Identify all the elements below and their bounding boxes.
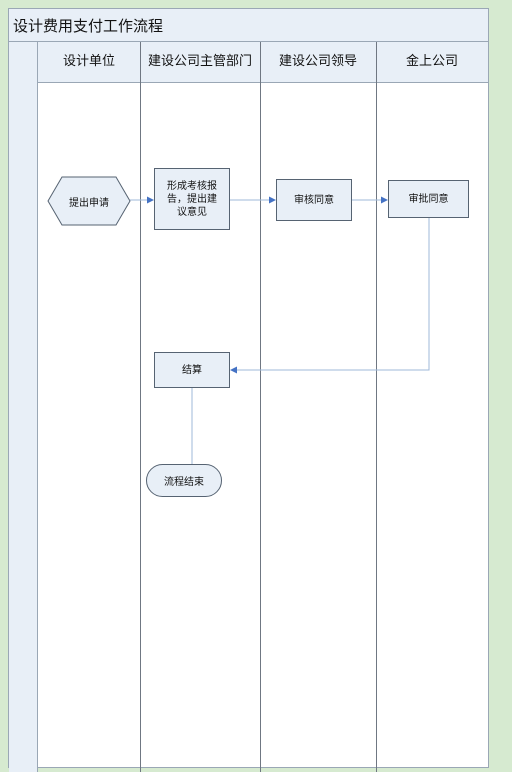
review-node-label: 审核同意: [294, 194, 334, 206]
start-node-shape: [47, 176, 131, 226]
approve-node: 审批同意: [388, 180, 469, 218]
report-node-label: 形成考核报告，提出建议意见: [167, 180, 217, 218]
swimlane-diagram: 设计费用支付工作流程 设计单位 建设公司主管部门 建设公司领导 金上公司: [8, 8, 489, 772]
lane-header-jinshang-company: 金上公司: [405, 54, 458, 69]
start-node-label: 提出申请: [69, 197, 109, 209]
report-node: 形成考核报告，提出建议意见: [154, 168, 230, 230]
left-rail: [9, 42, 38, 772]
diagram-title: 设计费用支付工作流程: [13, 17, 164, 35]
lane-header-design-unit: 设计单位: [62, 54, 115, 69]
lane-divider: [260, 42, 261, 772]
lane-divider: [140, 42, 141, 772]
review-node: 审核同意: [276, 179, 352, 221]
end-node-label: 流程结束: [164, 477, 204, 488]
settle-node-label: 结算: [182, 364, 202, 376]
lane-header-construction-leader: 建设公司领导: [278, 54, 357, 69]
settle-node: 结算: [154, 352, 230, 388]
end-node: 流程结束: [146, 464, 222, 497]
title-bar: 设计费用支付工作流程: [9, 9, 488, 42]
lane-header-row: 设计单位 建设公司主管部门 建设公司领导 金上公司: [38, 42, 488, 83]
lane-divider: [376, 42, 377, 772]
approve-node-label: 审批同意: [408, 193, 449, 205]
connector-approve-to-settle: [230, 218, 430, 374]
lane-header-construction-dept: 建设公司主管部门: [147, 54, 252, 69]
